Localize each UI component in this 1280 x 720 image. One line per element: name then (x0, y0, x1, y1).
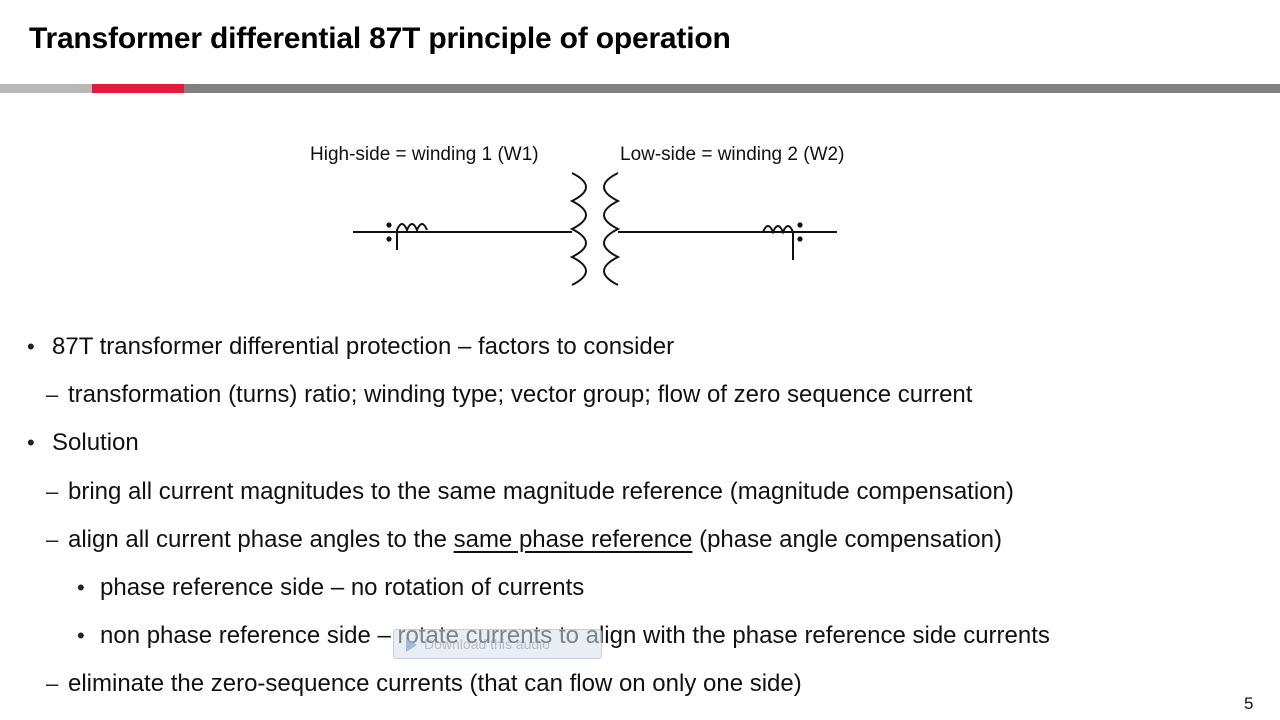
high-side-polarity-dot (386, 236, 392, 242)
sub-bullet-zero-sequence: eliminate the zero-sequence currents (th… (68, 670, 802, 697)
sub-sub-bullet-reference-side: phase reference side – no rotation of cu… (100, 574, 585, 601)
dash-marker: – (46, 671, 59, 696)
title-rule-light-segment (0, 84, 92, 93)
download-audio-label: Download this audio (424, 636, 551, 652)
bullet-marker: • (77, 575, 85, 600)
transformer-diagram: High-side = winding 1 (W1) Low-side = wi… (300, 135, 900, 305)
low-side-polarity-dot (797, 236, 803, 242)
sub-bullet-factors-list: transformation (turns) ratio; winding ty… (68, 381, 973, 408)
sub-bullet-phase-angle: align all current phase angles to the sa… (68, 526, 1002, 554)
bullet-marker: • (27, 334, 35, 359)
transformer-schematic (353, 172, 837, 286)
slide-title: Transformer differential 87T principle o… (29, 22, 731, 55)
low-side-label: Low-side = winding 2 (W2) (620, 144, 845, 165)
phase-angle-text-start: align all current phase angles to the (68, 526, 454, 553)
bullet-solution: Solution (52, 429, 139, 456)
same-phase-reference-text: same phase reference (453, 526, 693, 553)
dash-marker: – (46, 382, 59, 407)
page-number: 5 (1244, 694, 1254, 713)
title-rule-accent-segment (92, 84, 184, 93)
secondary-winding-icon (603, 172, 621, 286)
title-rule-dark-segment (184, 84, 1280, 93)
high-side-polarity-dot (386, 222, 392, 228)
bullet-marker: • (27, 430, 35, 455)
dash-marker: – (46, 527, 59, 552)
download-audio-button[interactable]: Download this audio (393, 629, 602, 659)
bullet-marker: • (77, 623, 85, 648)
phase-angle-text-end: (phase angle compensation) (692, 526, 1002, 553)
primary-winding-icon (569, 172, 587, 286)
high-side-label: High-side = winding 1 (W1) (310, 144, 539, 165)
low-side-ct-icon (762, 225, 794, 260)
dash-marker: – (46, 479, 59, 504)
high-side-ct-icon (396, 223, 428, 250)
low-side-polarity-dot (797, 222, 803, 228)
bullet-factors: 87T transformer differential protection … (52, 333, 675, 360)
sub-bullet-magnitude: bring all current magnitudes to the same… (68, 478, 1014, 505)
title-rule (0, 84, 1280, 93)
play-icon (406, 638, 417, 652)
